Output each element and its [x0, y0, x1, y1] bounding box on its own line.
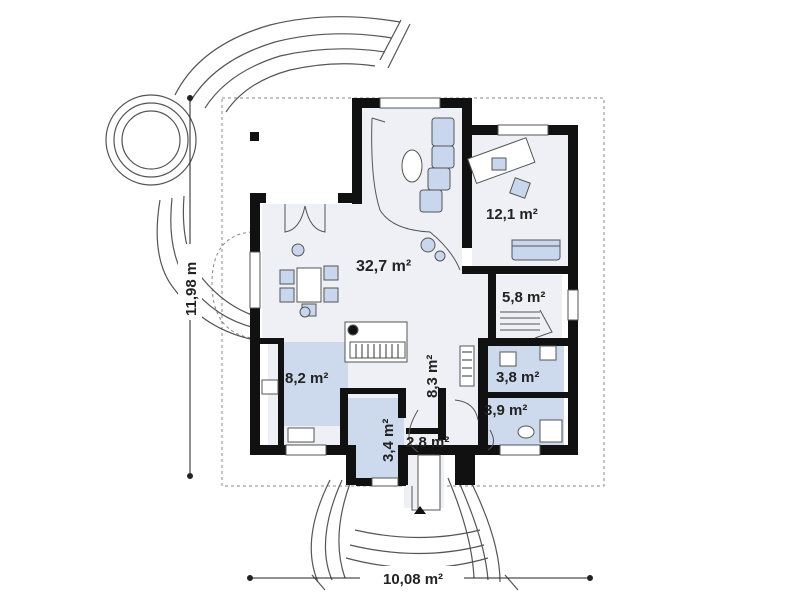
label-room-kitchen: 8,2 m² [285, 370, 328, 387]
staircase [500, 309, 553, 339]
width-label-bg [360, 566, 464, 590]
kitchen-details [355, 344, 472, 377]
garden-round-bed [105, 94, 197, 186]
label-room-living: 32,7 m² [356, 258, 411, 275]
doors [284, 204, 494, 514]
dimension-width-label: 10,08 m² [383, 571, 443, 588]
label-room-office: 12,1 m² [486, 206, 538, 223]
label-room-vestibule: 2,8 m² [406, 434, 449, 451]
label-room-wc: 3,9 m² [484, 402, 527, 419]
label-room-pantry: 3,4 m² [380, 419, 397, 462]
depth-label-bg [178, 244, 202, 320]
chimney-marker [250, 132, 259, 141]
dimension-depth-label: 11,98 m [183, 262, 200, 316]
furniture [261, 117, 563, 443]
windows [249, 97, 579, 487]
entrance-steps [310, 477, 519, 591]
garden-path [156, 16, 411, 341]
label-room-bath: 3,8 m² [496, 369, 539, 386]
label-room-hall: 8,3 m² [424, 355, 441, 398]
label-room-stair: 5,8 m² [502, 289, 545, 306]
